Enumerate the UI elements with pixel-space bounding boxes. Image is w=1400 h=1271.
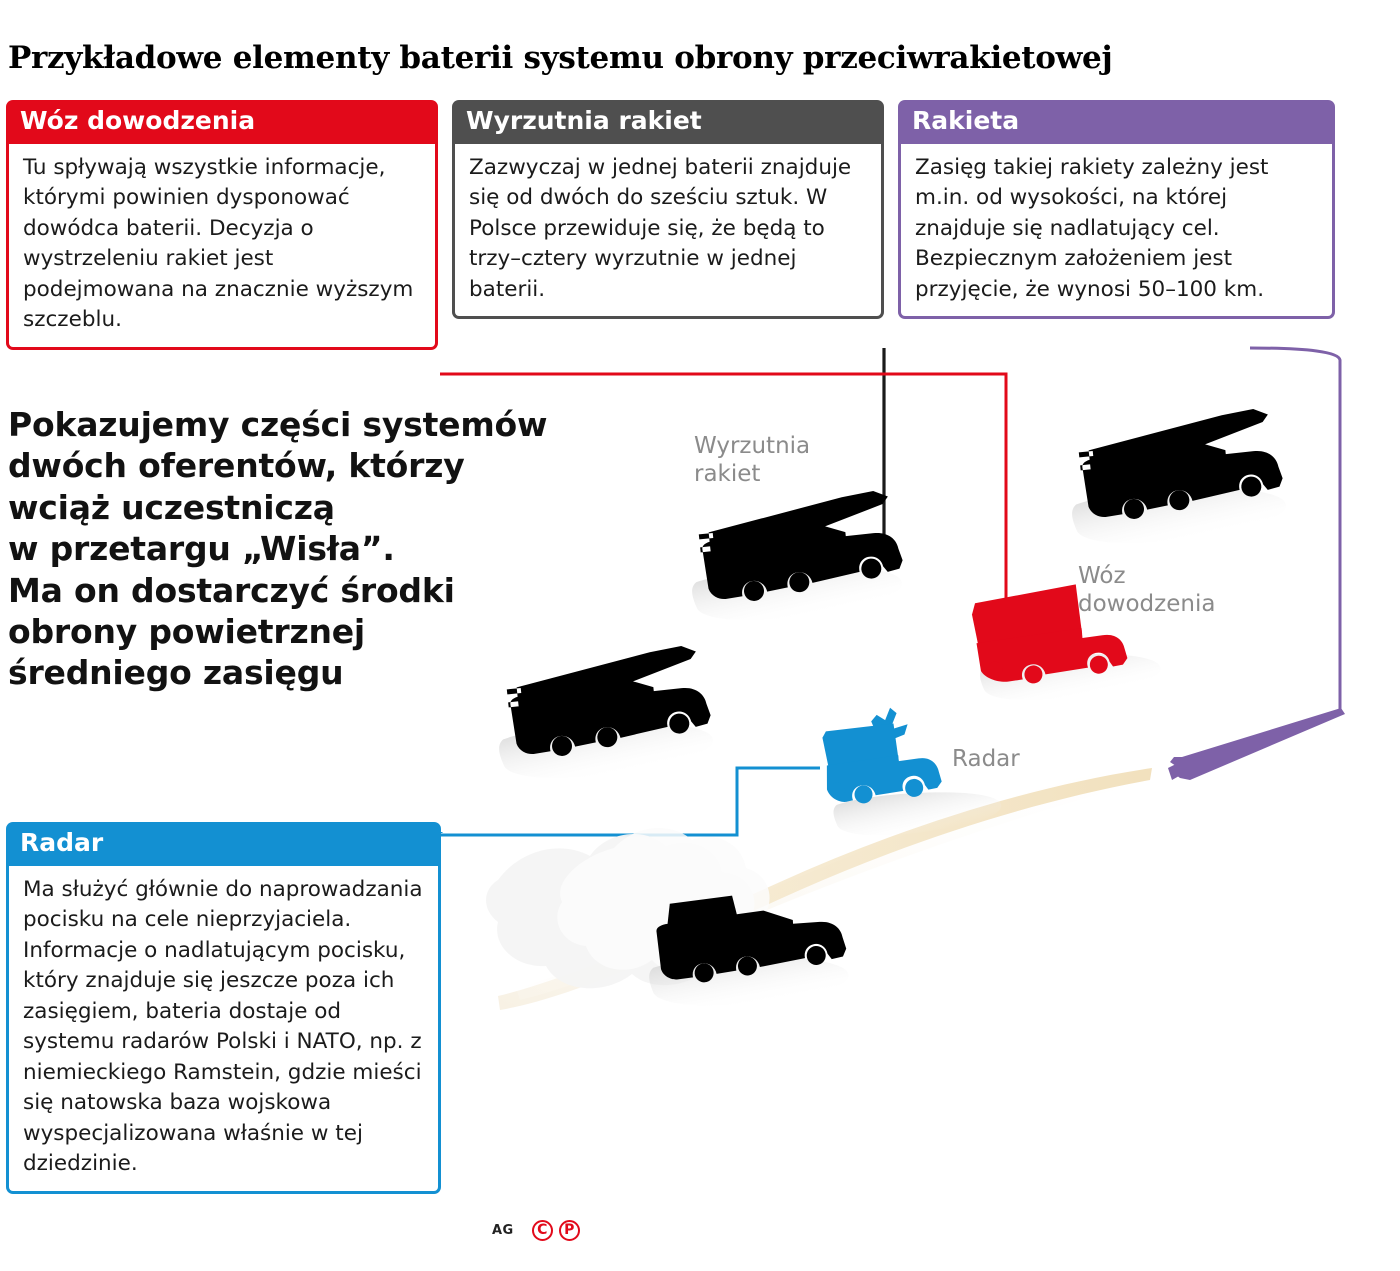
page-title: Przykładowe elementy baterii systemu obr… — [8, 40, 1113, 76]
launcher-vehicle-labeled — [690, 488, 906, 625]
card-woz-body: Tu spływają wszystkie informacje, którym… — [6, 143, 438, 350]
launcher-vehicle-bottom — [648, 895, 850, 1009]
diagram-label-radar: Radar — [952, 746, 1020, 772]
exhaust-trail — [486, 752, 1200, 1010]
card-radar-heading: Radar — [6, 822, 441, 866]
card-rakieta-heading: Rakieta — [898, 100, 1335, 144]
launcher-vehicle-topright — [1070, 406, 1288, 548]
card-woz-heading: Wóz dowodzenia — [6, 100, 438, 144]
card-rakieta-body: Zasięg takiej rakiety zależny jest m.in.… — [898, 143, 1335, 320]
card-wyrzutnia-body: Zazwyczaj w jednej baterii znajduje się … — [452, 143, 884, 320]
copyright-marks: C P — [531, 1220, 580, 1241]
missile-purple — [1168, 708, 1345, 780]
connector-launcher — [858, 348, 886, 557]
copyright-icon: C — [531, 1220, 553, 1241]
credits: AG C P — [492, 1220, 580, 1241]
connector-missile — [1249, 346, 1342, 712]
card-wyrzutnia-rakiet: Wyrzutnia rakiet Zazwyczaj w jednej bate… — [452, 100, 884, 320]
card-wyrzutnia-heading: Wyrzutnia rakiet — [452, 100, 884, 144]
author-initials: AG — [492, 1223, 514, 1238]
card-radar-body: Ma służyć głównie do naprowa­dzania poci… — [6, 865, 441, 1194]
card-woz-dowodzenia: Wóz dowodzenia Tu spływają wszystkie inf… — [6, 100, 438, 350]
connector-radar — [439, 766, 820, 837]
phonogram-icon: P — [558, 1220, 580, 1241]
card-radar: Radar Ma służyć głównie do naprowa­dzani… — [6, 822, 441, 1194]
card-rakieta: Rakieta Zasięg takiej rakiety zależny je… — [898, 100, 1335, 320]
